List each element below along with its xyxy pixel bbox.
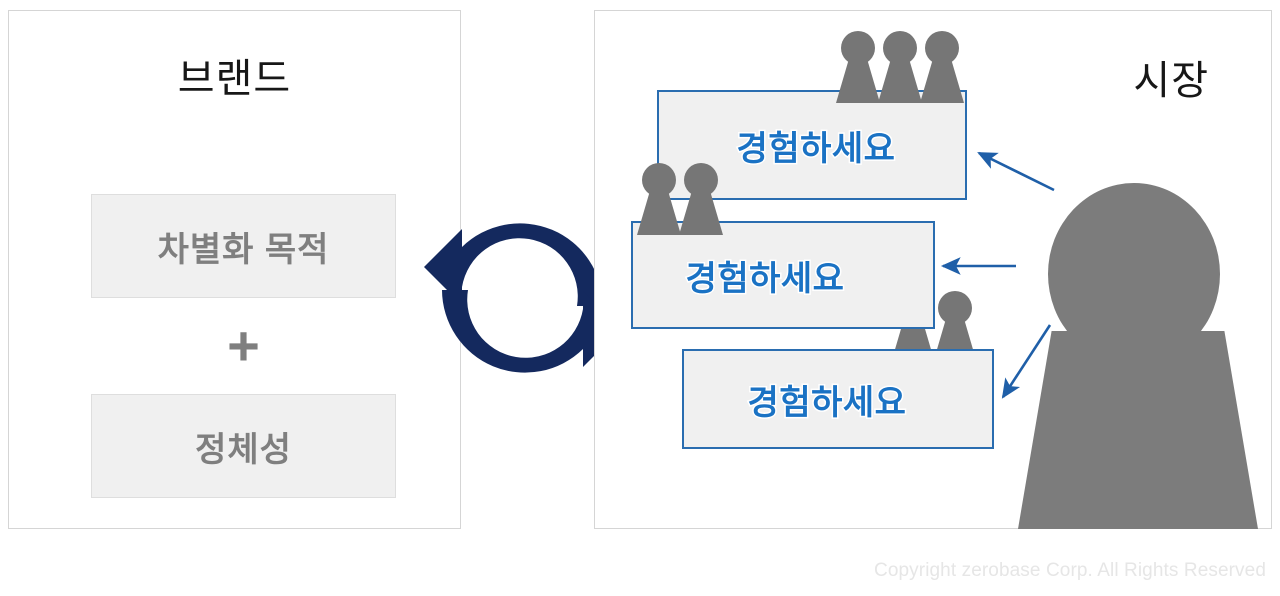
person-icon — [637, 163, 681, 235]
message-box-3: 경험하세요 — [682, 349, 994, 449]
person-icon — [920, 31, 964, 103]
market-panel-title: 시장 — [1133, 59, 1209, 103]
brand-box-differentiation: 차별화 목적 — [91, 194, 396, 298]
people-group-middle — [637, 163, 723, 235]
cycle-arrow-top — [424, 223, 603, 306]
brand-panel: 브랜드 차별화 목적 + 정체성 — [8, 10, 461, 529]
person-body — [836, 58, 880, 103]
circular-cycle-arrows-icon — [420, 198, 625, 398]
consumer-figure-icon — [1018, 183, 1258, 529]
brand-box-identity: 정체성 — [91, 394, 396, 498]
person-icon — [836, 31, 880, 103]
cycle-arrows-svg — [424, 223, 621, 373]
person-body — [920, 58, 964, 103]
person-body — [679, 190, 723, 235]
copyright-notice: Copyright zerobase Corp. All Rights Rese… — [874, 560, 1266, 581]
people-group-top — [836, 31, 964, 103]
brand-panel-title: 브랜드 — [177, 57, 292, 101]
cycle-arrow-bottom — [442, 290, 621, 373]
consumer-body — [1018, 331, 1258, 529]
person-body — [878, 58, 922, 103]
person-body — [637, 190, 681, 235]
person-icon — [878, 31, 922, 103]
message-box-2: 경험하세요 — [631, 221, 935, 329]
plus-operator: + — [227, 314, 260, 377]
person-icon — [679, 163, 723, 235]
